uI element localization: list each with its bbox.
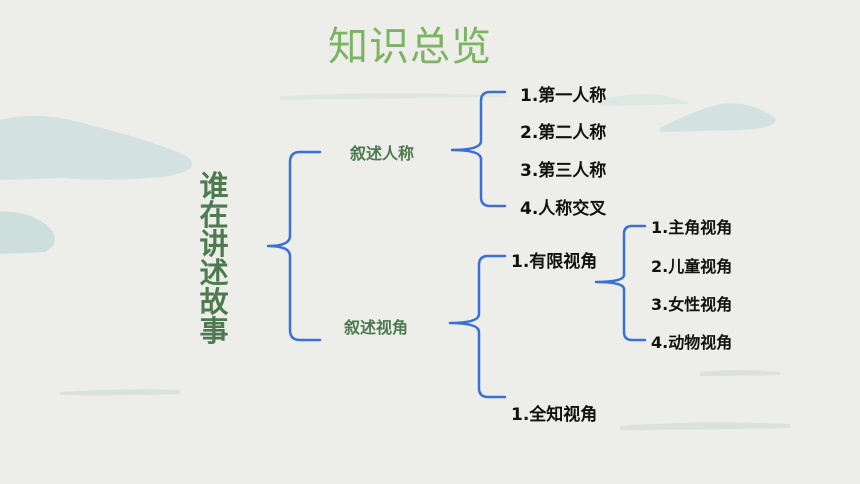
leaf-protagonist-view: 1.主角视角: [651, 218, 733, 237]
leaf-mixed-person: 4.人称交叉: [520, 199, 607, 219]
leaf-first-person: 1.第一人称: [520, 86, 607, 106]
top-brush-stroke: [280, 93, 510, 100]
root-bracket: [266, 150, 322, 342]
person-bracket: [450, 90, 507, 208]
right-mid-brush-stroke: [700, 370, 780, 376]
leaf-child-view: 2.儿童视角: [651, 257, 733, 276]
node-omniscient-viewpoint: 1.全知视角: [511, 405, 598, 425]
leaf-second-person: 2.第二人称: [520, 123, 607, 143]
left-mist-hill: [0, 116, 193, 180]
node-narrative-person: 叙述人称: [350, 144, 415, 163]
left-low-hill: [0, 211, 55, 254]
bottom-right-brush-stroke: [620, 422, 790, 430]
right-mist-hill: [660, 103, 776, 132]
node-narrative-viewpoint: 叙述视角: [344, 318, 409, 337]
viewpoint-bracket: [448, 254, 507, 399]
page-title: 知识总览: [328, 24, 492, 70]
right-mist-hill-2: [600, 94, 690, 106]
leaf-animal-view: 4.动物视角: [651, 333, 733, 352]
limited-view-bracket: [594, 224, 647, 342]
root-node: 谁在讲述故事: [199, 169, 229, 348]
node-limited-viewpoint: 1.有限视角: [511, 252, 598, 272]
bottom-left-brush-stroke: [60, 389, 180, 396]
leaf-third-person: 3.第三人称: [520, 161, 607, 181]
leaf-female-view: 3.女性视角: [651, 295, 733, 314]
